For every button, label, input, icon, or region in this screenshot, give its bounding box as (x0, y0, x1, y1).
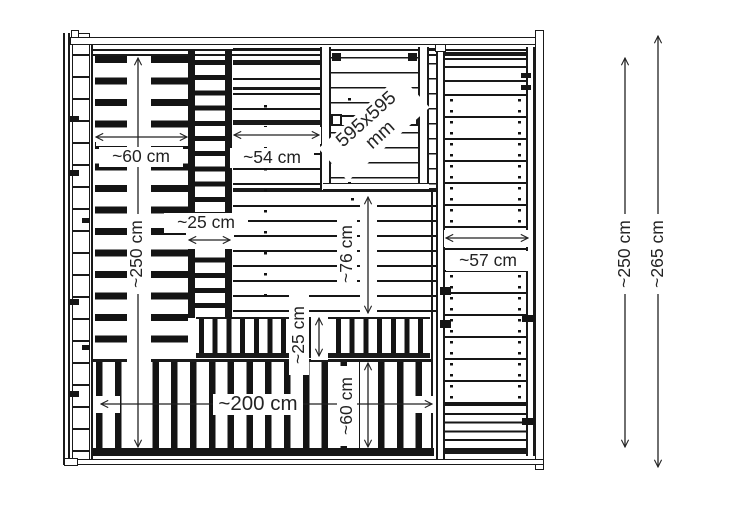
ladder-rungs (195, 60, 225, 316)
left-corner-foot (64, 458, 78, 466)
door-hinge (440, 320, 451, 328)
door-hinge (440, 287, 451, 295)
left-edge-line-outer (63, 33, 65, 465)
post-line (431, 190, 433, 450)
screw-dots-column (264, 105, 267, 311)
window-bottom-rail (323, 183, 429, 191)
dim-label-wall-height-left: ~250 cm (126, 214, 147, 294)
dim-label-below-window-height: ~76 cm (336, 214, 357, 294)
door-boards (445, 94, 526, 404)
board-strip-right-of-window (429, 48, 437, 191)
door-post-cap (435, 44, 446, 52)
dim-label-overall-height-inner: ~250 cm (614, 214, 635, 294)
door-fitting-mark (522, 315, 535, 322)
board-thick-line (233, 87, 323, 90)
door-fitting-mark (522, 418, 535, 425)
door-top-line (445, 52, 526, 55)
band2-base-bar (93, 448, 434, 456)
dim-label-door-width: ~57 cm (446, 251, 530, 271)
right-corner-post (535, 30, 544, 470)
corner-joint-mark (70, 391, 79, 397)
corner-joint-mark (70, 299, 79, 305)
door-screw-dots-left (450, 99, 453, 401)
door-top-line (445, 58, 526, 60)
window-mid-bracket (331, 114, 342, 126)
door-base-line (437, 450, 535, 454)
door-fitting-mark (521, 73, 531, 78)
board-thick-line (233, 120, 323, 125)
door-fitting-mark (521, 85, 531, 90)
corner-joint-mark (70, 116, 79, 122)
window-post-left (320, 47, 331, 190)
dim-label-lower-band-height: ~25 cm (288, 295, 309, 375)
base-plate (78, 459, 543, 465)
corner-joint-mark (82, 345, 90, 350)
corner-joint-mark (82, 218, 90, 223)
door-dense-boards (445, 404, 526, 450)
door-top-line (445, 80, 526, 82)
top-left-cap (71, 30, 79, 38)
dim-label-overall-height-outer: ~265 cm (647, 214, 668, 294)
dim-label-section-b-width: ~54 cm (230, 148, 314, 168)
board-panel-lower (233, 190, 436, 318)
dim-label-bench-front-width: ~200 cm (213, 394, 303, 415)
left-edge-line-inner (68, 33, 70, 465)
door-post-left (436, 45, 445, 460)
board-thick-line (233, 60, 323, 63)
window-top-rail (331, 50, 418, 58)
window-post-right (418, 47, 429, 190)
ladder-rail-right (225, 50, 232, 318)
left-inner-line (91, 44, 93, 464)
corner-joint-mark (70, 170, 79, 176)
dim-label-ladder-width: ~25 cm (164, 213, 248, 233)
window-corner-block (408, 53, 417, 61)
dim-label-section-a-width: ~60 cm (99, 147, 183, 167)
ladder-rail-left (188, 50, 195, 318)
door-top-line (445, 66, 526, 68)
dim-label-bench-front-height: ~60 cm (336, 366, 357, 446)
band2-top-line (93, 359, 432, 362)
door-screw-dots-right (518, 99, 521, 401)
window-corner-block (332, 53, 341, 61)
